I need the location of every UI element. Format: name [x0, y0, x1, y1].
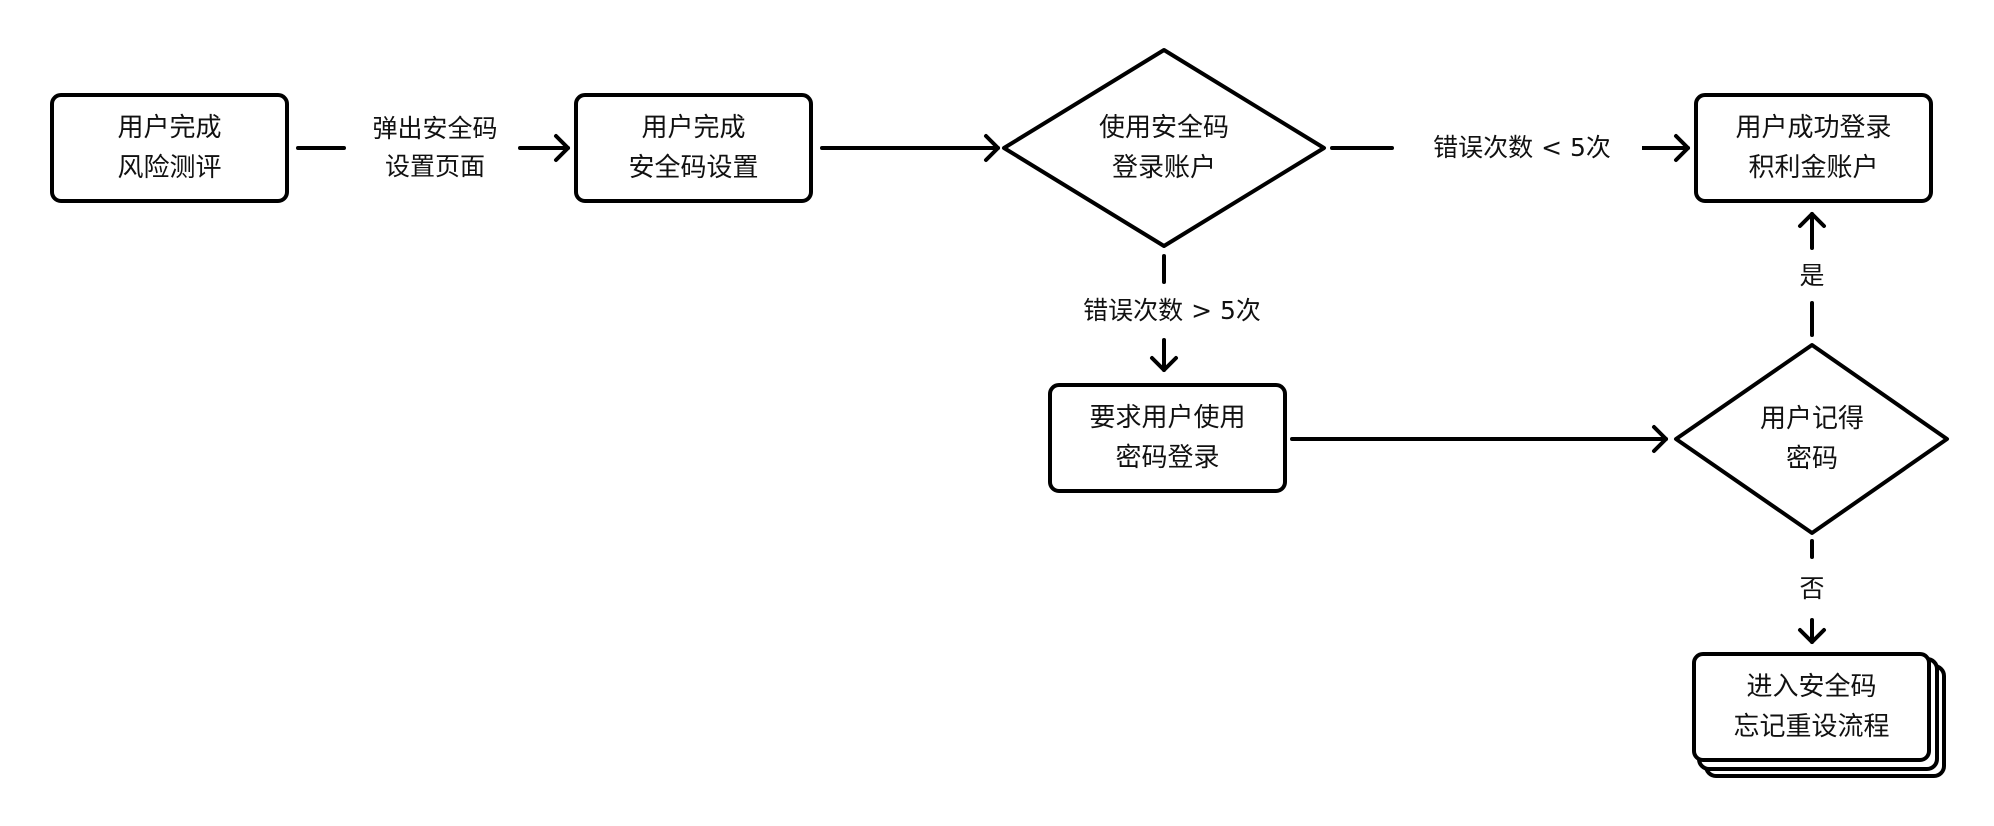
decision-login-code-line-1: 使用安全码	[1098, 113, 1229, 143]
decision-remember-password-shape	[1674, 343, 1949, 535]
edge-label-popup: 弹出安全码 设置页面	[352, 110, 518, 186]
node-complete-code-line-1: 用户完成	[641, 113, 746, 143]
node-reset-flow: 进入安全码 忘记重设流程	[1692, 652, 1931, 762]
node-require-password: 要求用户使用 密码登录	[1048, 383, 1287, 493]
node-complete-risk-line-2: 风险测评	[117, 153, 222, 183]
node-login-success: 用户成功登录 积利金账户	[1694, 93, 1933, 203]
edge-label-errors-more: 错误次数 > 5次	[1054, 292, 1290, 330]
node-complete-risk-line-1: 用户完成	[117, 113, 222, 143]
node-login-success-line-1: 用户成功登录	[1735, 113, 1892, 143]
edge-popup-arrowhead	[554, 134, 570, 162]
node-reset-flow-line-2: 忘记重设流程	[1733, 712, 1890, 742]
node-complete-code-label: 用户完成 安全码设置	[628, 108, 758, 188]
decision-login-code-line-2: 登录账户	[1111, 153, 1216, 183]
node-complete-code-line-2: 安全码设置	[628, 153, 759, 183]
node-require-password-line-1: 要求用户使用	[1089, 403, 1246, 433]
decision-remember-password-label: 用户记得 密码	[1732, 399, 1892, 479]
edge-errors-more-arrowhead	[1150, 356, 1178, 372]
node-login-success-line-2: 积利金账户	[1748, 153, 1879, 183]
node-complete-code: 用户完成 安全码设置	[574, 93, 813, 203]
node-complete-risk-label: 用户完成 风险测评	[117, 108, 221, 188]
node-login-success-label: 用户成功登录 积利金账户	[1735, 108, 1891, 188]
decision-login-code-shape	[1002, 48, 1326, 248]
decision-remember-password-line-1: 用户记得	[1759, 404, 1864, 434]
edge-label-errors-less: 错误次数 < 5次	[1402, 129, 1642, 167]
node-require-password-line-2: 密码登录	[1115, 443, 1220, 473]
node-reset-flow-line-1: 进入安全码	[1746, 672, 1877, 702]
node-complete-risk: 用户完成 风险测评	[50, 93, 289, 203]
edge-setup-to-login-arrowhead	[984, 134, 1000, 162]
edge-label-yes: 是	[1782, 257, 1842, 295]
edge-label-popup-line-2: 设置页面	[384, 152, 485, 181]
edge-no-arrowhead	[1798, 628, 1826, 644]
edge-label-popup-line-1: 弹出安全码	[372, 114, 498, 143]
edge-require-to-remember-arrowhead	[1652, 425, 1668, 453]
edge-errors-less-arrowhead	[1674, 134, 1690, 162]
edge-yes-arrowhead	[1798, 212, 1826, 228]
decision-remember-password-line-2: 密码	[1785, 444, 1838, 474]
node-require-password-label: 要求用户使用 密码登录	[1089, 398, 1245, 478]
decision-login-code-label: 使用安全码 登录账户	[1064, 108, 1264, 188]
node-reset-flow-label: 进入安全码 忘记重设流程	[1733, 667, 1889, 747]
edge-label-no: 否	[1782, 570, 1842, 608]
